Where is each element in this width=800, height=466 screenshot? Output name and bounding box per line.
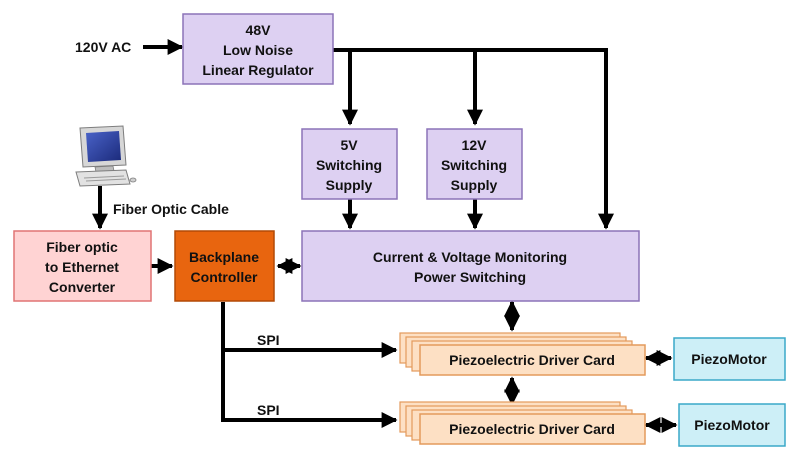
converter-line-3: Converter bbox=[49, 279, 116, 295]
supply-12v-line-1: 12V bbox=[462, 137, 488, 153]
piezomotor-box-2: PiezoMotor bbox=[678, 403, 786, 447]
supply-5v-line-2: Switching bbox=[316, 157, 382, 173]
piezomotor-box-1: PiezoMotor bbox=[673, 337, 786, 381]
spi-label-2: SPI bbox=[257, 402, 280, 418]
backplane-line-2: Controller bbox=[191, 269, 258, 285]
backplane-line-1: Backplane bbox=[189, 249, 259, 265]
connectors bbox=[92, 39, 678, 433]
desktop-computer-icon bbox=[75, 125, 137, 187]
driver-card-stack-1: Piezoelectric Driver Card bbox=[399, 332, 646, 376]
supply-5v-line-1: 5V bbox=[340, 137, 358, 153]
monitoring-line-1: Current & Voltage Monitoring bbox=[373, 249, 567, 265]
monitoring-line-2: Power Switching bbox=[414, 269, 526, 285]
spi-label-1: SPI bbox=[257, 332, 280, 348]
piezomotor-2-label: PiezoMotor bbox=[694, 417, 770, 433]
regulator-line-3: Linear Regulator bbox=[202, 62, 314, 78]
piezomotor-1-label: PiezoMotor bbox=[691, 351, 767, 367]
driver-card-2-label: Piezoelectric Driver Card bbox=[449, 421, 615, 437]
regulator-line-1: 48V bbox=[246, 22, 272, 38]
converter-box: Fiber optic to Ethernet Converter bbox=[13, 230, 152, 302]
spi-line-2 bbox=[221, 350, 398, 428]
driver-card-1-label: Piezoelectric Driver Card bbox=[449, 352, 615, 368]
supply-5v-box: 5V Switching Supply bbox=[301, 128, 398, 200]
ac-input-label: 120V AC bbox=[75, 39, 131, 55]
supply-12v-box: 12V Switching Supply bbox=[426, 128, 523, 200]
driver-card-stack-2: Piezoelectric Driver Card bbox=[399, 401, 646, 445]
monitoring-box: Current & Voltage Monitoring Power Switc… bbox=[301, 230, 640, 302]
supply-12v-line-3: Supply bbox=[451, 177, 498, 193]
supply-12v-line-2: Switching bbox=[441, 157, 507, 173]
converter-line-2: to Ethernet bbox=[45, 259, 119, 275]
fiber-cable-label: Fiber Optic Cable bbox=[113, 201, 229, 217]
converter-line-1: Fiber optic bbox=[46, 239, 118, 255]
regulator-box: 48V Low Noise Linear Regulator bbox=[182, 13, 334, 85]
spi-line-1 bbox=[221, 302, 398, 358]
supply-5v-line-3: Supply bbox=[326, 177, 373, 193]
regulator-bus bbox=[333, 48, 614, 230]
regulator-line-2: Low Noise bbox=[223, 42, 293, 58]
backplane-controller-box: Backplane Controller bbox=[174, 230, 275, 302]
